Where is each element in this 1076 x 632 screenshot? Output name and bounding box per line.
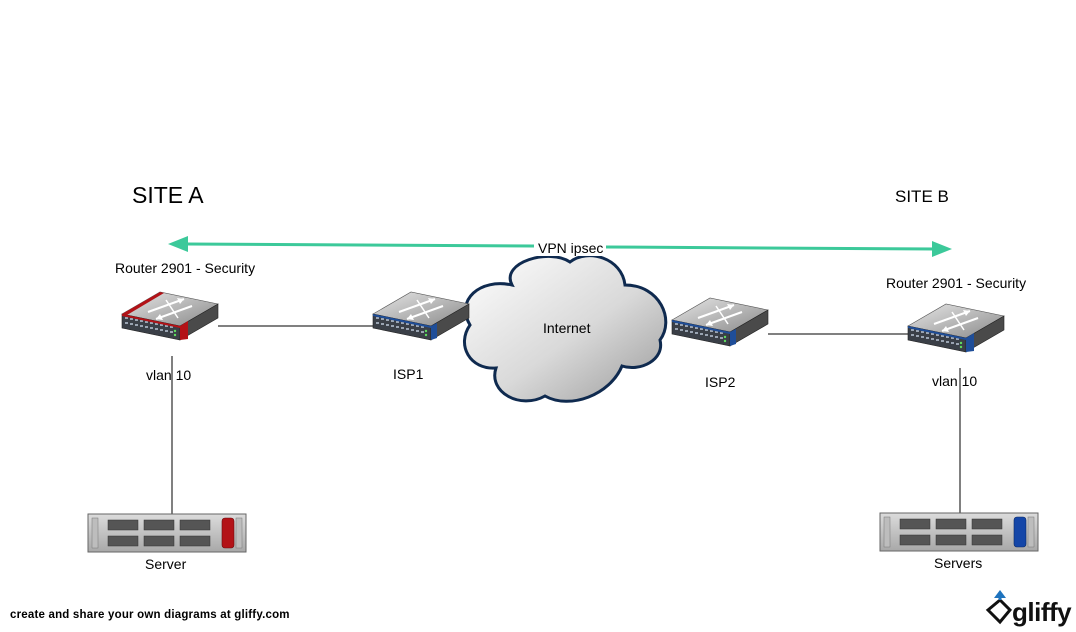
isp1-switch-icon xyxy=(372,291,470,341)
router-a-vlan-label: vlan 10 xyxy=(146,367,192,383)
server-b-label: Servers xyxy=(934,555,983,571)
isp2-switch-icon xyxy=(671,297,769,347)
server-a-icon xyxy=(87,513,247,553)
router-b-vlan-label: vlan 10 xyxy=(932,373,978,389)
gliffy-logo-icon xyxy=(985,590,1013,625)
internet-label: Internet xyxy=(543,320,591,336)
vpn-arrow xyxy=(168,236,952,257)
isp1-label: ISP1 xyxy=(393,366,424,382)
router-b-icon xyxy=(907,303,1005,353)
router-a-label: Router 2901 - Security xyxy=(115,260,256,276)
server-b-icon xyxy=(879,512,1039,552)
server-a-label: Server xyxy=(145,556,187,572)
router-a-icon xyxy=(121,291,219,341)
site-b-title: SITE B xyxy=(895,187,949,206)
site-a-title: SITE A xyxy=(132,182,204,208)
gliffy-brand: gliffy xyxy=(1012,597,1072,627)
internet-cloud-icon xyxy=(463,254,668,403)
footer-text: create and share your own diagrams at gl… xyxy=(10,609,290,621)
isp2-label: ISP2 xyxy=(705,374,736,390)
vpn-label: VPN ipsec xyxy=(537,240,605,256)
router-b-label: Router 2901 - Security xyxy=(886,275,1027,291)
